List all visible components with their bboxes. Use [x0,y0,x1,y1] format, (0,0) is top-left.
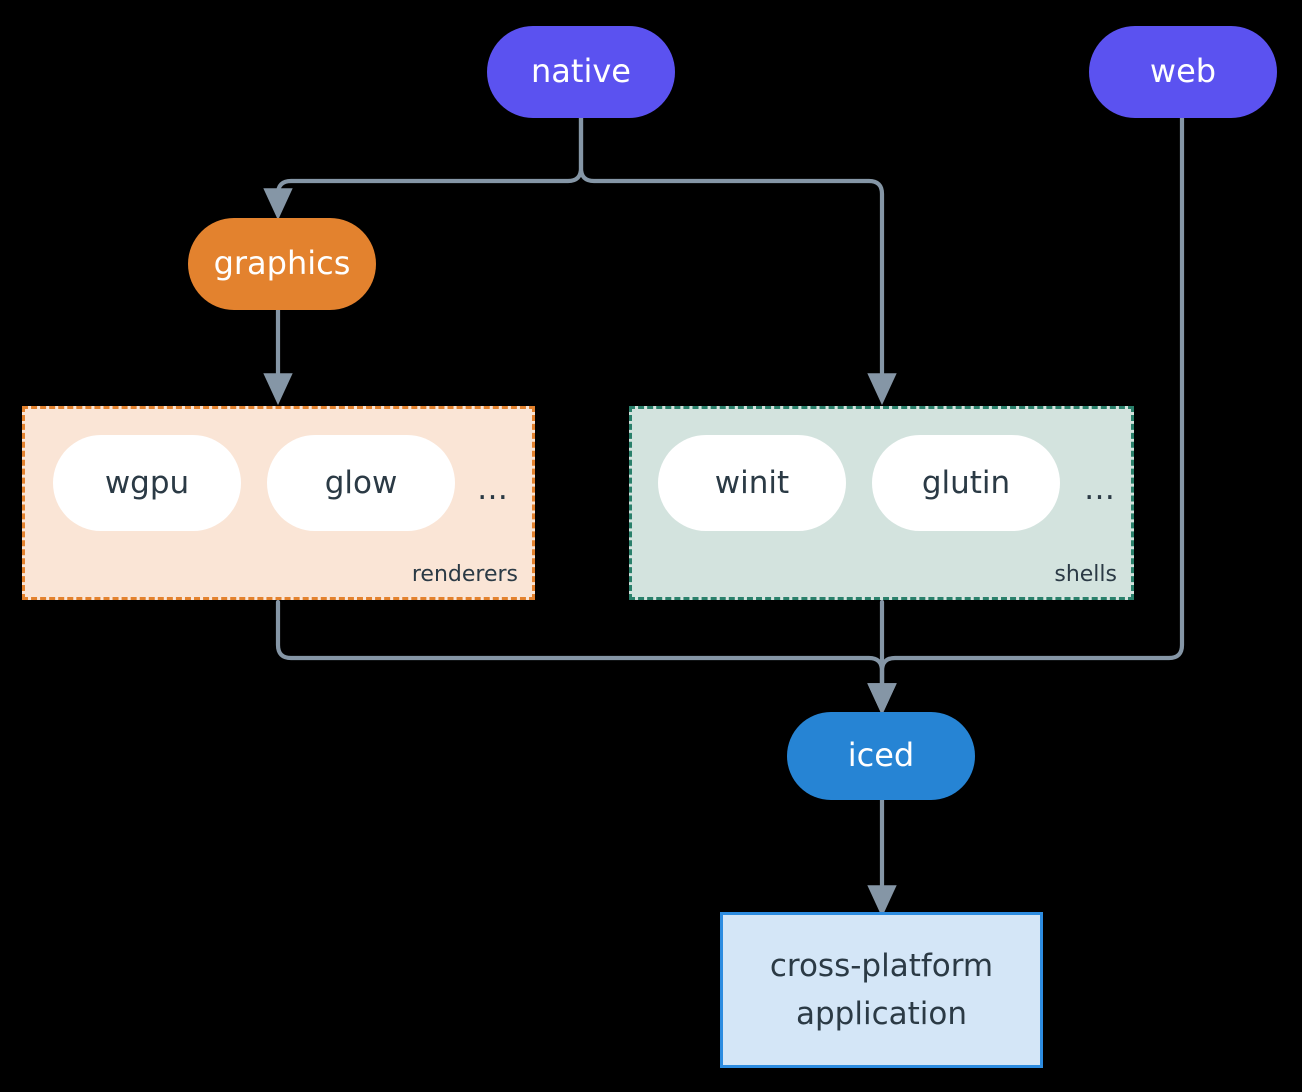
shells-overflow-ellipsis: … [1084,471,1116,507]
edge-renderers-to-iced [275,599,897,716]
node-graphics[interactable]: graphics [188,218,376,310]
group-renderers: wgpu glow … renderers [22,406,535,600]
shell-item-glutin-label: glutin [921,465,1011,501]
node-cross-platform-application[interactable]: cross-platform application [720,912,1043,1068]
shell-item-winit[interactable]: winit [658,435,846,531]
shell-item-winit-label: winit [714,465,790,501]
node-native-label: native [531,52,631,91]
edge-native-to-shells [578,115,897,406]
renderers-overflow-ellipsis: … [477,471,509,507]
shell-item-glutin[interactable]: glutin [872,435,1060,531]
renderer-item-glow-label: glow [324,465,398,501]
renderer-item-wgpu[interactable]: wgpu [53,435,241,531]
node-web[interactable]: web [1089,26,1277,118]
node-iced-label: iced [847,736,915,775]
group-renderers-label: renderers [411,562,518,587]
node-iced[interactable]: iced [787,712,975,800]
node-native[interactable]: native [487,26,675,118]
renderer-item-wgpu-label: wgpu [104,465,190,501]
edge-native-to-graphics [263,115,584,221]
node-web-label: web [1149,52,1217,91]
group-shells-label: shells [1054,562,1117,587]
application-label-line-2: application [796,996,967,1032]
application-label-line-1: cross-platform [769,947,994,984]
node-graphics-label: graphics [213,244,351,283]
renderer-item-glow[interactable]: glow [267,435,455,531]
edge-web-to-iced [867,115,1185,716]
group-shells: winit glutin … shells [629,406,1134,600]
